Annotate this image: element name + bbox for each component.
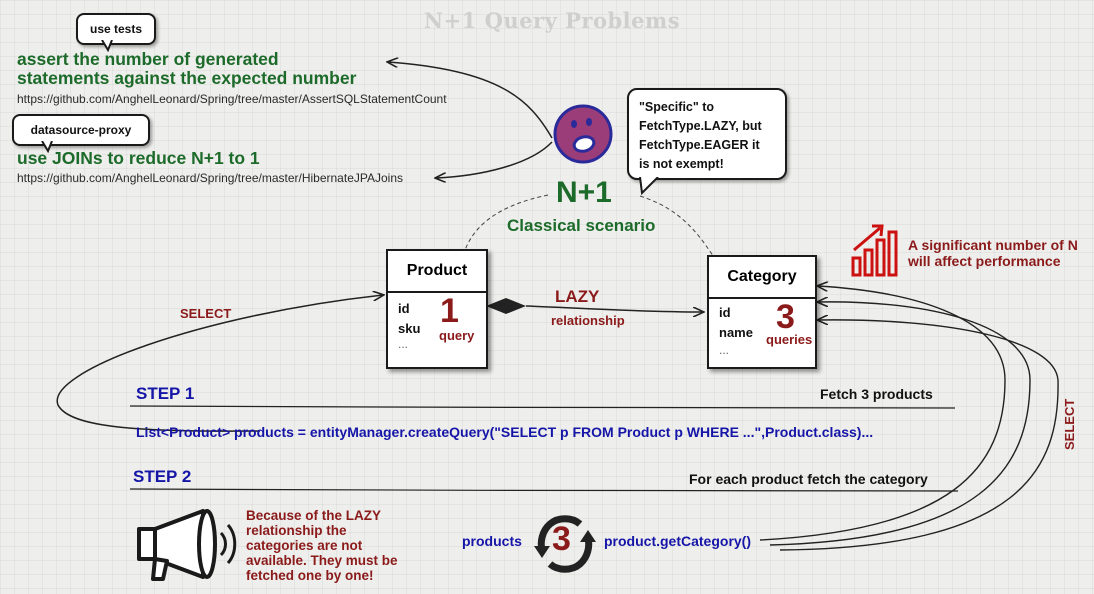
lazy-eager-note: "Specific" to FetchType.LAZY, but FetchT… — [627, 88, 787, 180]
classical-scenario-label: Classical scenario — [507, 216, 656, 235]
product-field-sku: sku — [398, 321, 421, 336]
refresh-cycle-icon — [534, 515, 596, 573]
step1-label: STEP 1 — [136, 384, 195, 403]
assert-tip-line2: statements against the expected number — [17, 68, 357, 88]
category-query-label: queries — [766, 332, 813, 347]
smiley-face-icon — [553, 104, 613, 164]
relationship-label: relationship — [551, 313, 625, 328]
tag-datasource-proxy: datasource-proxy — [12, 114, 150, 146]
note-line4: is not exempt! — [639, 157, 724, 171]
product-field-more: ... — [398, 337, 409, 351]
step1-description: Fetch 3 products — [820, 386, 933, 402]
composition-diamond — [486, 298, 526, 314]
select-loop-3 — [779, 320, 1059, 551]
arrow-to-assert — [388, 62, 553, 139]
step1-code: List<Product> products = entityManager.c… — [136, 424, 874, 440]
tag-proxy-tail — [41, 141, 53, 153]
assert-tip-line1: assert the number of generated — [17, 49, 279, 69]
note-line3: FetchType.EAGER it — [639, 138, 760, 152]
lazy-relationship-line — [525, 305, 703, 312]
category-field-more: ... — [719, 343, 730, 357]
select-label-right: SELECT — [1062, 398, 1077, 450]
step2-label: STEP 2 — [133, 467, 192, 486]
bar-chart-icon — [851, 224, 898, 277]
category-entity-name: Category — [709, 257, 815, 299]
select-loop-left — [56, 295, 383, 432]
joins-tip: use JOINs to reduce N+1 to 1 — [17, 148, 260, 168]
product-entity: Product id sku ... — [386, 249, 488, 369]
warning-line2: relationship the — [246, 523, 347, 538]
product-query-count: 1 — [440, 292, 459, 330]
warning-line5: fetched one by one! — [246, 568, 374, 583]
performance-note: A significant number of N will affect pe… — [908, 237, 1078, 269]
product-query-label: query — [439, 328, 475, 343]
note-bubble-tail — [639, 177, 659, 196]
warning-line4: available. They must be — [246, 553, 398, 568]
performance-line2: will affect performance — [908, 253, 1061, 269]
performance-line1: A significant number of N — [908, 237, 1078, 253]
step2-divider — [129, 488, 959, 492]
lazy-label: LAZY — [555, 287, 600, 306]
tag-tests-tail — [101, 40, 113, 52]
note-line2: FetchType.LAZY, but — [639, 119, 762, 133]
select-loop-1 — [759, 286, 1006, 541]
megaphone-icon — [137, 509, 237, 581]
page-title: N+1 Query Problems — [423, 8, 681, 33]
lazy-warning: Because of the LAZY relationship the cat… — [246, 508, 398, 583]
step1-divider — [129, 405, 956, 409]
get-category-call: product.getCategory() — [604, 533, 751, 549]
assert-link[interactable]: https://github.com/AnghelLeonard/Spring/… — [17, 92, 447, 106]
arrow-to-joins — [436, 141, 553, 178]
note-line1: "Specific" to — [639, 100, 715, 114]
product-entity-name: Product — [388, 251, 486, 293]
category-field-id: id — [719, 305, 731, 320]
select-loop-2 — [769, 302, 1031, 546]
select-label-left: SELECT — [180, 306, 232, 321]
category-field-name: name — [719, 325, 753, 340]
n-plus-one-label: N+1 — [556, 176, 612, 209]
warning-line1: Because of the LAZY — [246, 508, 382, 523]
product-field-id: id — [398, 301, 410, 316]
warning-line3: categories are not — [246, 538, 363, 553]
tag-use-tests: use tests — [76, 13, 156, 45]
joins-link[interactable]: https://github.com/AnghelLeonard/Spring/… — [17, 171, 403, 185]
assert-tip: assert the number of generated statement… — [17, 50, 356, 88]
category-entity: Category id name ... — [707, 255, 817, 369]
category-query-count: 3 — [776, 298, 795, 336]
step2-description: For each product fetch the category — [689, 471, 928, 487]
loop-products-label: products — [462, 533, 522, 549]
loop-count: 3 — [552, 520, 571, 558]
